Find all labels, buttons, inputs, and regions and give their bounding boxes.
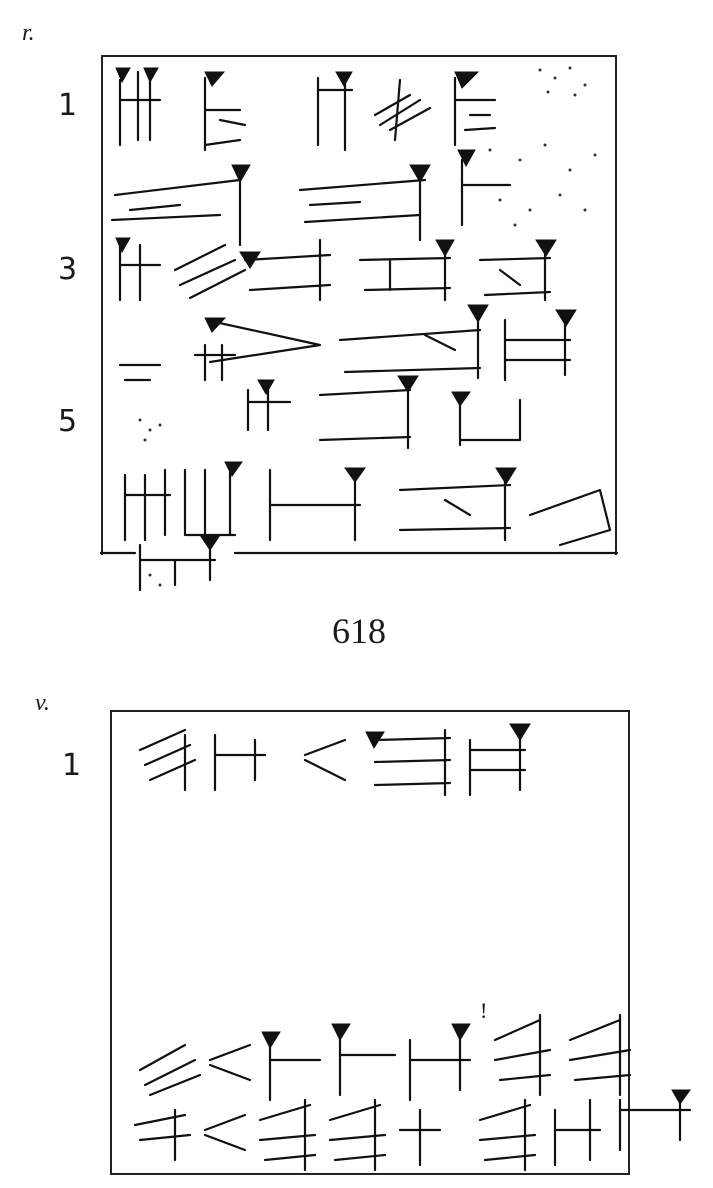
obverse-line-5-signs (138, 375, 522, 450)
reverse-lower-line-2-signs (133, 1089, 692, 1172)
reverse-line-1-signs (138, 723, 531, 797)
obverse-line-4-signs (118, 304, 577, 382)
obverse-line-2-signs (110, 143, 597, 247)
reverse-line-number-1: 1 (62, 748, 82, 783)
reverse-correction-mark: ! (480, 998, 487, 1023)
reverse-tablet-outline (110, 710, 630, 1175)
obverse-line-1-signs (115, 66, 587, 152)
obverse-tablet-outline (101, 55, 617, 555)
reverse-side-label: v. (35, 690, 50, 716)
reverse-lower-line-1-signs (138, 1013, 632, 1102)
obverse-side-label: r. (22, 20, 35, 46)
obverse-overflow-sign (138, 534, 221, 592)
obverse-line-6-signs (123, 461, 612, 547)
catalog-number: 618 (332, 611, 386, 651)
obverse-cuneiform-signs (99, 66, 619, 592)
obverse-line-number-5: 5 (58, 404, 78, 439)
obverse-line-3-signs (115, 237, 557, 302)
obverse-line-number-3: 3 (58, 252, 78, 287)
obverse-line-number-1: 1 (58, 88, 78, 123)
